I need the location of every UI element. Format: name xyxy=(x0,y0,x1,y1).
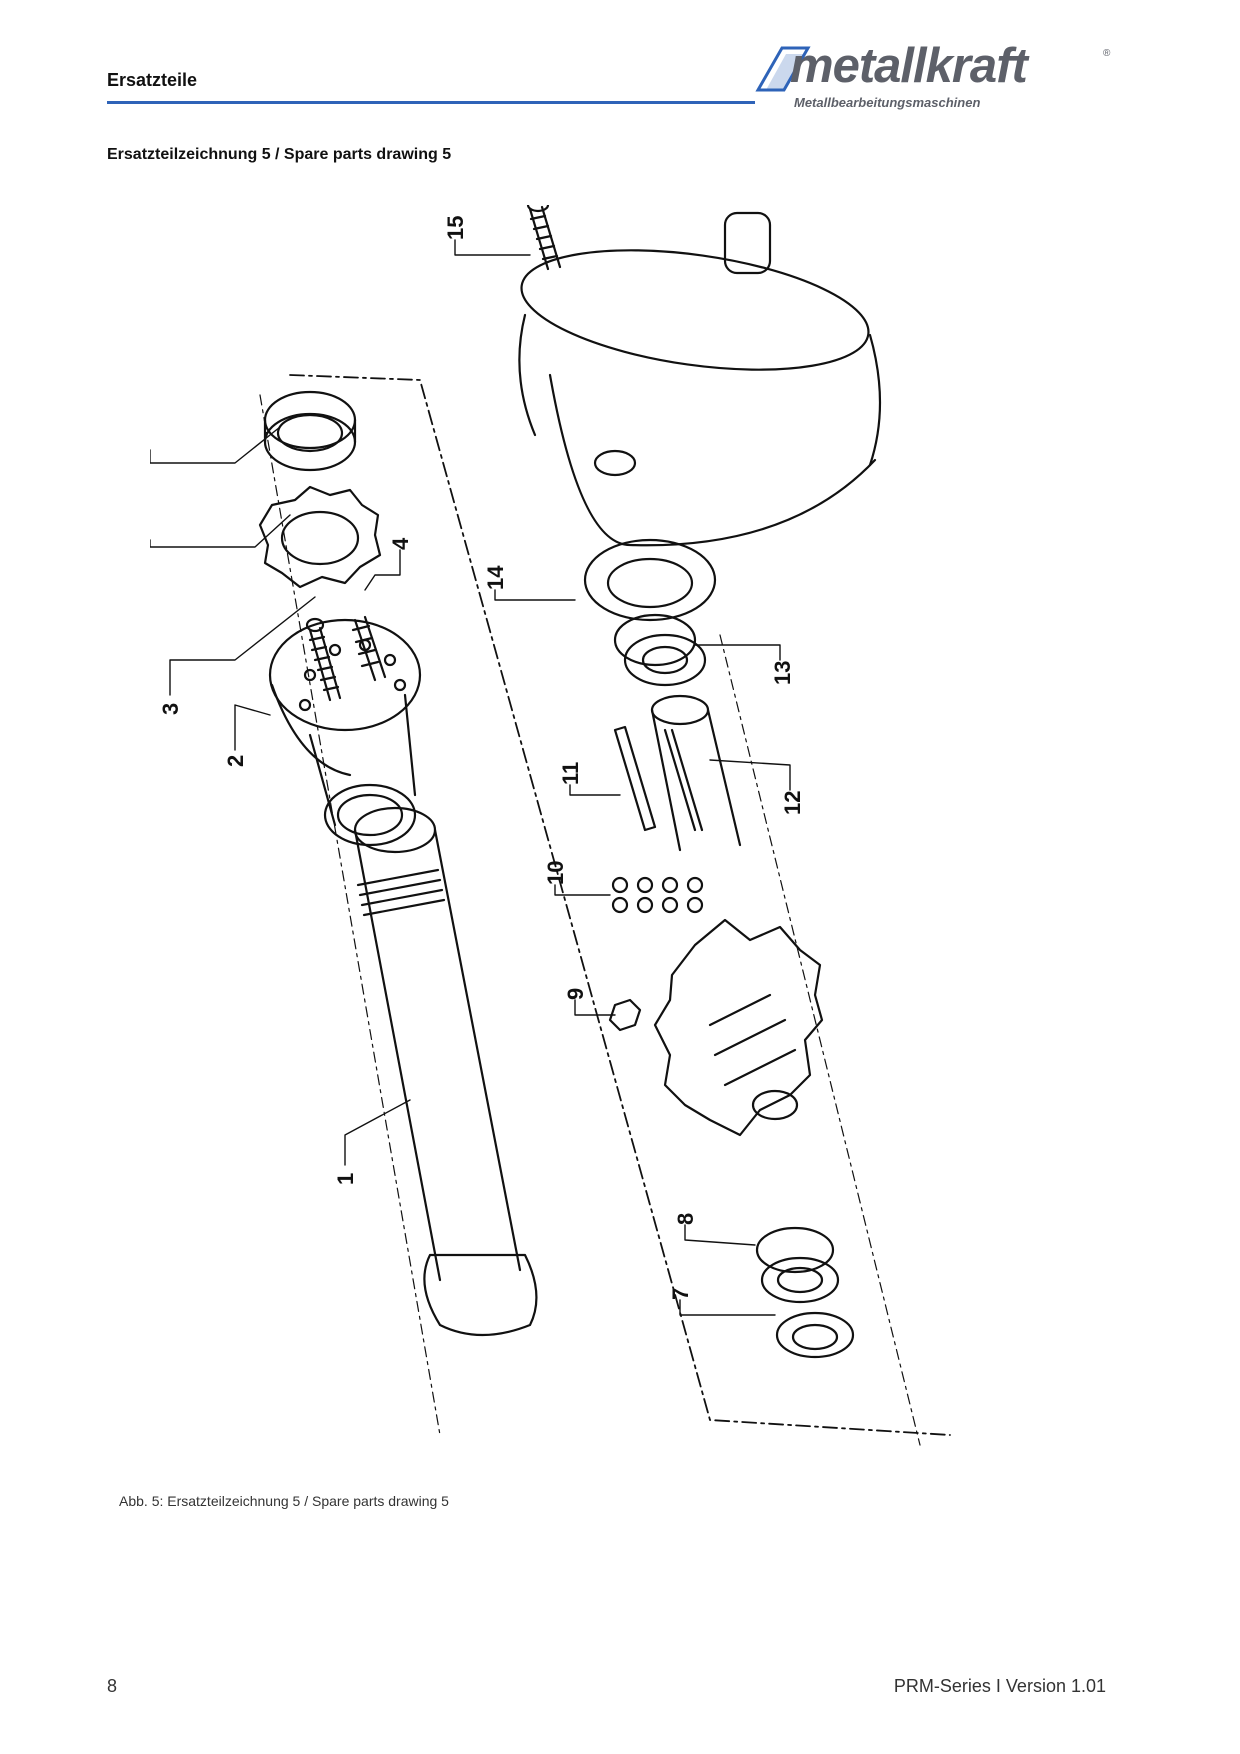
document-version: PRM-Series I Version 1.01 xyxy=(893,1676,1106,1696)
logo-registered-mark: ® xyxy=(1103,48,1111,59)
part-14-flange-ring xyxy=(583,538,717,622)
callout-9: 9 xyxy=(563,988,588,1000)
page-number: 8 xyxy=(107,1676,118,1696)
callout-14: 14 xyxy=(483,565,508,590)
part-15-screw xyxy=(526,205,562,271)
part-8-bearing xyxy=(755,1226,840,1304)
part-7-washer xyxy=(775,1311,855,1359)
logo-tagline: Metallbearbeitungsmaschinen xyxy=(794,95,981,110)
callout-7: 7 xyxy=(668,1288,693,1300)
callout-4: 4 xyxy=(388,537,413,550)
callout-1: 1 xyxy=(333,1173,358,1185)
part-5-tooth-washer xyxy=(258,485,382,589)
assembly-boundary-line xyxy=(289,374,951,1436)
logo-mark-icon xyxy=(755,46,811,92)
callout-15: 15 xyxy=(443,216,468,240)
part-2-flange-hub xyxy=(268,618,422,847)
callout-5: 5 xyxy=(150,508,155,520)
part-3-screw xyxy=(305,617,342,702)
part-11-key xyxy=(613,725,657,832)
part-13-bearing xyxy=(613,613,707,687)
housing xyxy=(518,211,882,547)
part-6-slotted-nut xyxy=(263,390,357,472)
logo-wordmark: metallkraft xyxy=(790,39,1028,93)
spare-parts-drawing: 6 5 3 4 2 1 8 7 9 10 11 12 13 14 15 xyxy=(150,205,951,1446)
sprocket-gear xyxy=(653,918,824,1137)
part-12-pinion-shaft xyxy=(650,694,742,852)
callout-12: 12 xyxy=(780,791,805,815)
callout-11: 11 xyxy=(558,762,583,785)
callout-13: 13 xyxy=(770,661,795,685)
callout-2: 2 xyxy=(223,755,248,767)
section-title: Ersatzteilzeichnung 5 / Spare parts draw… xyxy=(107,146,452,163)
callout-3: 3 xyxy=(158,703,183,715)
figure-caption: Abb. 5: Ersatzteilzeichnung 5 / Spare pa… xyxy=(119,1493,449,1509)
callout-6: 6 xyxy=(150,423,155,435)
part-10-chain xyxy=(611,876,704,914)
part-9-grease-nipple xyxy=(608,998,642,1032)
brand-logo: metallkraft ® Metallbearbeitungsmaschine… xyxy=(752,39,1112,116)
header-rule xyxy=(107,101,755,104)
callout-10: 10 xyxy=(543,861,568,885)
callout-8: 8 xyxy=(673,1213,698,1225)
part-1-shaft xyxy=(353,806,538,1337)
header-title: Ersatzteile xyxy=(107,70,198,90)
